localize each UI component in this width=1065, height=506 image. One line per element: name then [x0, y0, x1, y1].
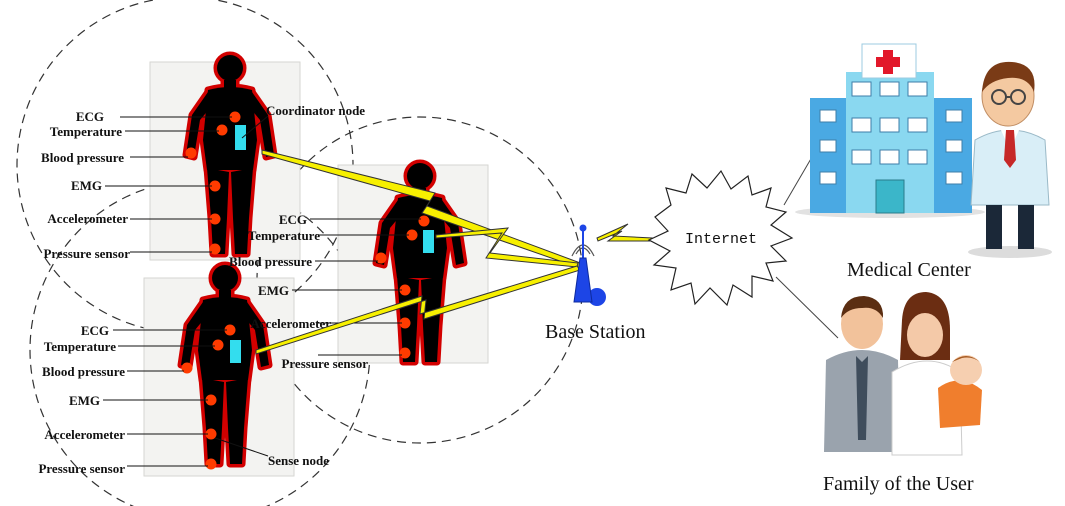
family-icon — [824, 292, 982, 456]
label-temperature: Temperature — [50, 124, 122, 139]
family-label: Family of the User — [823, 473, 974, 495]
coordinator-node-icon — [423, 230, 434, 253]
label-emg: EMG — [258, 283, 289, 298]
sensor-dots — [181, 324, 236, 470]
label-lines — [103, 329, 269, 467]
label-pressure-sensor: Pressure sensor — [38, 461, 125, 476]
base-station-label: Base Station — [545, 321, 646, 343]
label-accelerometer: Accelerometer — [47, 211, 128, 226]
antenna-icon — [571, 224, 606, 306]
coordinator-node-icon — [235, 125, 246, 150]
network-lines — [775, 156, 839, 339]
hospital-building-icon — [795, 43, 985, 218]
coordinator-node-icon — [230, 340, 241, 363]
label-blood-pressure: Blood pressure — [41, 150, 124, 165]
medical-center-label: Medical Center — [847, 259, 971, 281]
label-coordinator-node: Coordinator node — [266, 103, 365, 118]
person-middle: ECG Temperature Blood pressure EMG Accel… — [229, 163, 464, 371]
label-accelerometer: Accelerometer — [44, 427, 125, 442]
label-emg: EMG — [69, 393, 100, 408]
label-lines — [105, 115, 269, 253]
label-pressure-sensor: Pressure sensor — [281, 356, 368, 371]
internet-cloud-icon — [647, 169, 794, 307]
label-emg: EMG — [71, 178, 102, 193]
label-ecg: ECG — [279, 212, 307, 227]
doctor-icon — [968, 61, 1052, 258]
label-lines — [292, 218, 421, 356]
sensor-dots — [375, 215, 430, 359]
label-blood-pressure: Blood pressure — [229, 254, 312, 269]
internet-label: Internet — [685, 231, 757, 248]
label-accelerometer: Accelerometer — [250, 316, 331, 331]
label-pressure-sensor: Pressure sensor — [43, 246, 130, 261]
label-ecg: ECG — [81, 323, 109, 338]
link-station-internet — [596, 223, 653, 242]
sensor-dots — [185, 111, 241, 255]
label-temperature: Temperature — [44, 339, 116, 354]
label-sense-node: Sense node — [268, 453, 329, 468]
person-bottom: ECG Temperature Blood pressure EMG Accel… — [38, 265, 329, 476]
label-temperature: Temperature — [248, 228, 320, 243]
label-blood-pressure: Blood pressure — [42, 364, 125, 379]
label-ecg: ECG — [76, 109, 104, 124]
person-top: ECG Temperature Blood pressure EMG Accel… — [41, 55, 365, 261]
